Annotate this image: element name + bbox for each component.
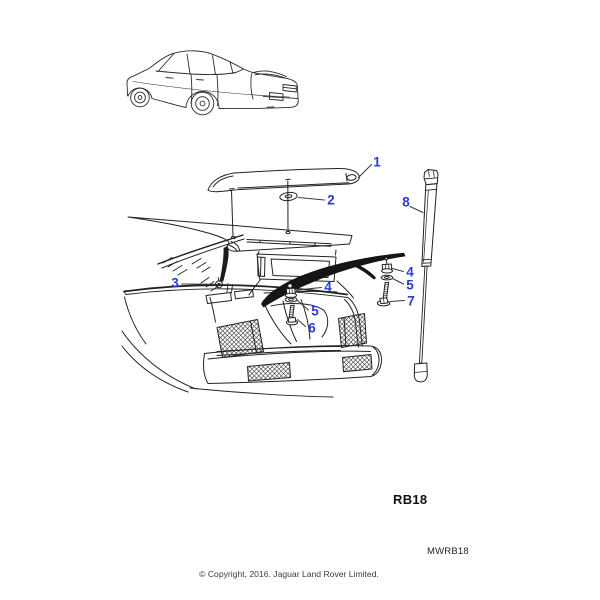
part-number-code: MWRB18 [427, 546, 469, 557]
callout-3-clip[interactable]: 3 [171, 275, 179, 291]
gas-strut-drawing [413, 169, 439, 383]
grommet-drawing [279, 191, 298, 202]
callout-6-screw[interactable]: 6 [308, 320, 316, 336]
copyright-note: © Copyright, 2016. Jaguar Land Rover Lim… [199, 569, 379, 579]
boot-lid-drawing [127, 216, 354, 299]
callout-2-grommet[interactable]: 2 [327, 192, 335, 208]
car-thumbnail-drawing [126, 50, 299, 116]
callout-7-bolt[interactable]: 7 [407, 293, 415, 309]
figure-code: RB18 [393, 492, 428, 507]
spoiler-drawing [207, 167, 360, 240]
callout-4-upper-stud[interactable]: 4 [324, 279, 332, 295]
callout-5-lower-washer[interactable]: 5 [406, 277, 414, 293]
callout-1-spoiler[interactable]: 1 [373, 154, 381, 170]
lower-fixings-drawing [376, 257, 394, 307]
car-body-rear-drawing [121, 234, 406, 398]
upper-fixings-drawing [284, 283, 299, 326]
callout-4-lower-nut[interactable]: 4 [406, 264, 414, 280]
callout-8-gas-strut[interactable]: 8 [402, 194, 410, 210]
leader-lines [180, 163, 424, 328]
callout-5-upper-washer[interactable]: 5 [311, 303, 319, 319]
